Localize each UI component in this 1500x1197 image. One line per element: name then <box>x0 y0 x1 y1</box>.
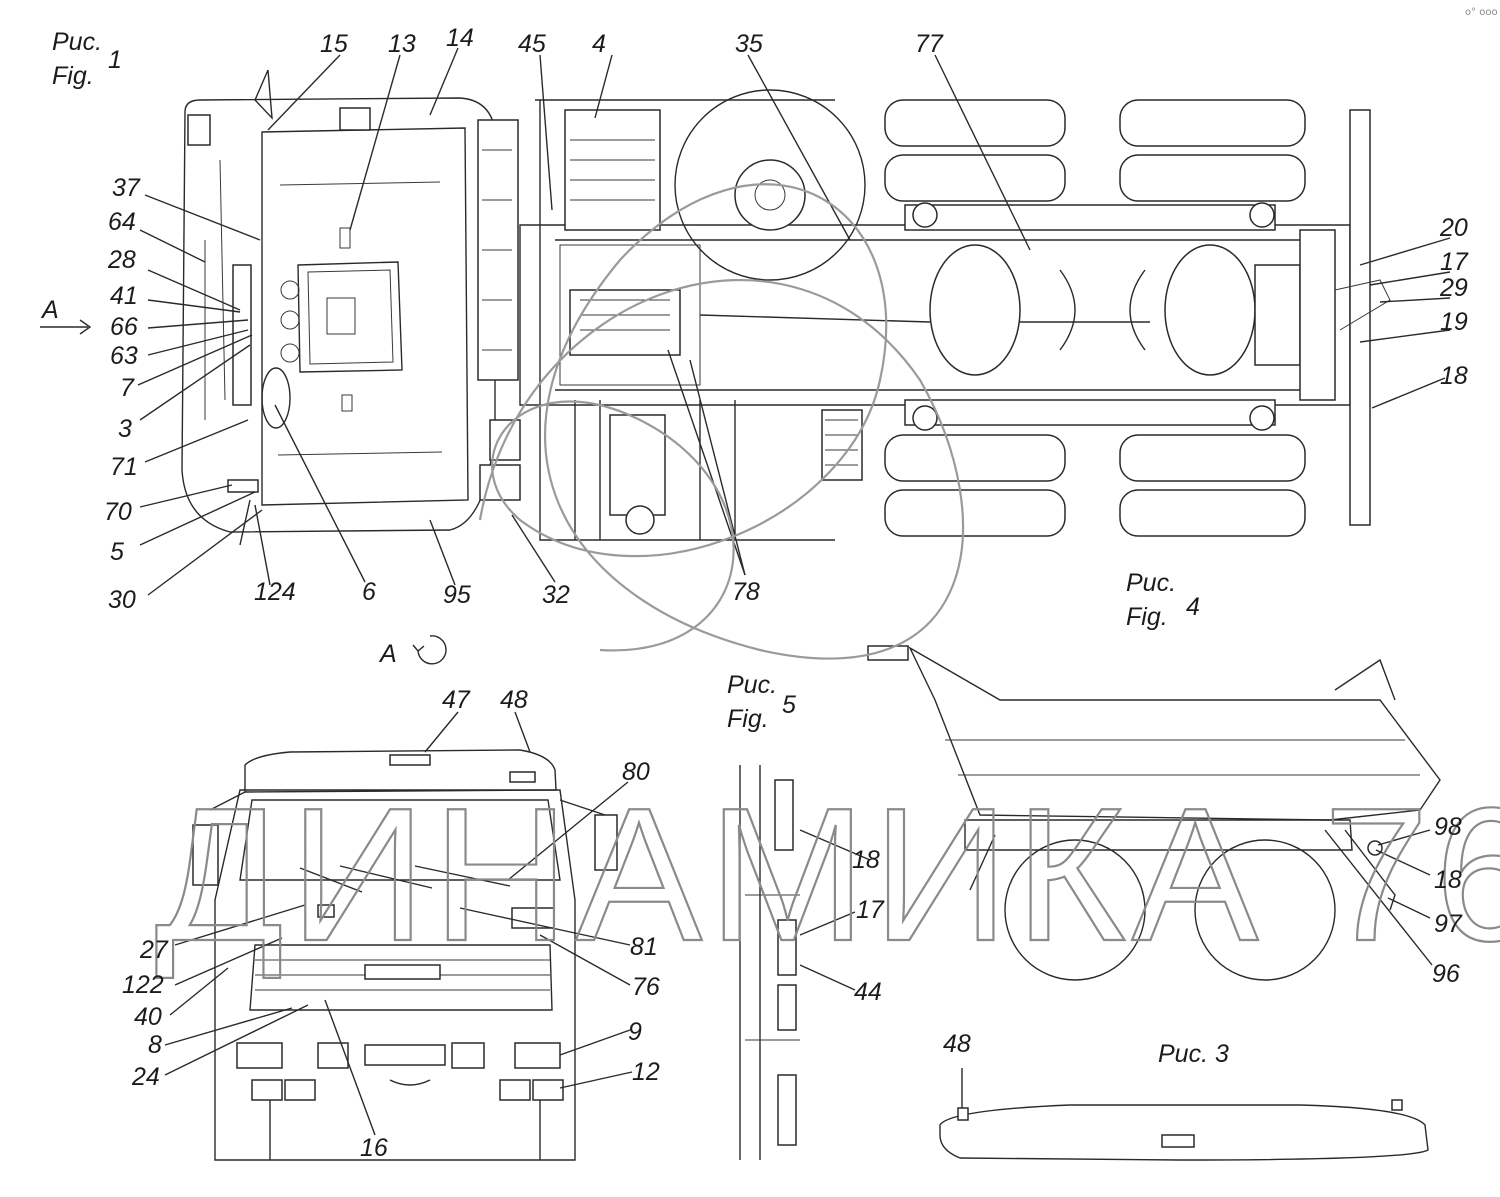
battery-box <box>564 109 661 231</box>
callout-7: 7 <box>120 374 135 402</box>
callout-24: 24 <box>131 1063 160 1091</box>
callout-76: 76 <box>632 973 660 1001</box>
callout-81: 81 <box>630 933 658 961</box>
callout-5: 5 <box>110 538 124 566</box>
fig4-callout-18: 18 <box>1434 866 1462 894</box>
callout-63: 63 <box>110 342 138 370</box>
callout-45: 45 <box>518 30 546 58</box>
fig3-callout-48: 48 <box>943 1030 971 1058</box>
fig4-title-rus: Рис. <box>1126 569 1176 597</box>
callout-66: 66 <box>110 313 138 341</box>
rotation-arrow-icon <box>417 635 447 665</box>
roof-hatch <box>297 261 403 373</box>
callout-6: 6 <box>362 578 376 606</box>
fig5-title-rus: Рис. <box>727 671 777 699</box>
callout-77: 77 <box>915 30 944 58</box>
callout-35: 35 <box>735 30 763 58</box>
side-view-strip <box>739 765 871 1160</box>
fig4-callout-96: 96 <box>1432 960 1460 988</box>
fig5-front-view <box>192 749 618 1161</box>
fig4-callout-98: 98 <box>1434 813 1462 841</box>
callout-122: 122 <box>122 971 164 999</box>
figure-titles: Рис. Fig. 1 Рис. Fig. 4 Рис. Fig. 5 Рис.… <box>40 7 1498 1068</box>
middle-axle <box>929 244 1021 376</box>
fig4-number: 4 <box>1186 593 1200 621</box>
fig5-leader-lines <box>164 711 633 1136</box>
side-callout-18: 18 <box>852 846 880 874</box>
callout-12: 12 <box>632 1058 660 1086</box>
callout-41: 41 <box>110 282 138 310</box>
fig4-title-eng: Fig. <box>1126 603 1168 631</box>
fig1-title-eng: Fig. <box>52 62 94 90</box>
callout-47: 47 <box>442 686 471 714</box>
callout-95: 95 <box>443 581 471 609</box>
watermark-text: ДИНАМИКА 76 <box>155 769 1500 981</box>
transfer-box <box>569 289 681 356</box>
fig5-title-eng: Fig. <box>727 705 769 733</box>
view-a-rotation-label: A <box>378 640 397 668</box>
callout-18: 18 <box>1440 362 1468 390</box>
callout-78: 78 <box>732 578 760 606</box>
callout-8: 8 <box>148 1031 162 1059</box>
fig1-leader-lines <box>40 47 1451 596</box>
callout-80: 80 <box>622 758 650 786</box>
callout-70: 70 <box>104 498 132 526</box>
watermark: ДИНАМИКА 76 <box>154 183 1500 982</box>
callout-4: 4 <box>592 30 606 58</box>
fig3-title: Рис. 3 <box>1158 1040 1229 1068</box>
rear-axle <box>1164 244 1256 376</box>
view-a-arrow-label: A <box>40 296 59 324</box>
callout-14: 14 <box>446 24 474 52</box>
callout-28: 28 <box>107 246 136 274</box>
callout-37: 37 <box>112 174 141 202</box>
fig3-roof-lamp <box>939 1068 1429 1161</box>
callout-32: 32 <box>542 581 570 609</box>
callout-40: 40 <box>134 1003 162 1031</box>
fig4-dump-body <box>867 645 1441 981</box>
callout-29: 29 <box>1439 274 1468 302</box>
callout-30: 30 <box>108 586 136 614</box>
side-callout-44: 44 <box>854 978 882 1006</box>
fig5-number: 5 <box>782 691 796 719</box>
rotation-arrowhead-icon <box>412 644 425 652</box>
callout-124: 124 <box>254 578 296 606</box>
fig4-callout-97: 97 <box>1434 910 1463 938</box>
callout-9: 9 <box>628 1018 642 1046</box>
fig1-title-rus: Рис. <box>52 28 102 56</box>
callout-20: 20 <box>1439 214 1468 242</box>
callout-16: 16 <box>360 1134 388 1162</box>
corner-mark: o° ooo <box>1465 7 1498 18</box>
callout-71: 71 <box>110 453 138 481</box>
callout-27: 27 <box>139 936 169 964</box>
callout-labels: 15 13 14 45 4 35 77 37 64 28 41 66 63 7 … <box>104 24 1469 1162</box>
fig4-leader-lines <box>1324 829 1433 966</box>
fig1-top-view <box>181 69 1391 546</box>
callout-15: 15 <box>320 30 348 58</box>
callout-64: 64 <box>108 208 136 236</box>
callout-3: 3 <box>118 415 132 443</box>
side-callout-17: 17 <box>856 896 885 924</box>
callout-48: 48 <box>500 686 528 714</box>
fig1-number: 1 <box>108 46 122 74</box>
spare-wheel <box>674 89 866 281</box>
callout-19: 19 <box>1440 308 1468 336</box>
callout-13: 13 <box>388 30 416 58</box>
callout-17: 17 <box>1440 248 1469 276</box>
